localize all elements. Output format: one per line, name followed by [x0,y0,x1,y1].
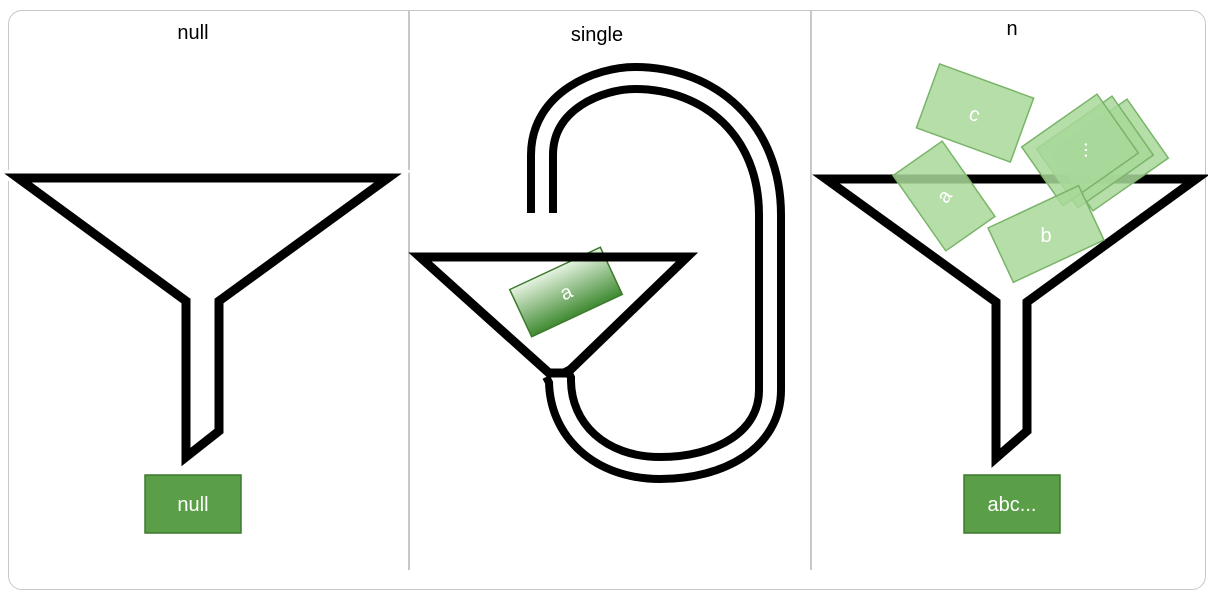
item-label-b: b [1040,225,1051,247]
funnel-null [18,178,388,457]
output-box-null: null [145,475,241,533]
output-box-n: abc... [964,475,1060,533]
output-label-null: null [177,494,208,516]
output-label-n: abc... [988,494,1037,516]
diagram-canvas: null a c ... a b [0,0,1208,569]
item-label-ellipsis: ... [1070,142,1092,159]
